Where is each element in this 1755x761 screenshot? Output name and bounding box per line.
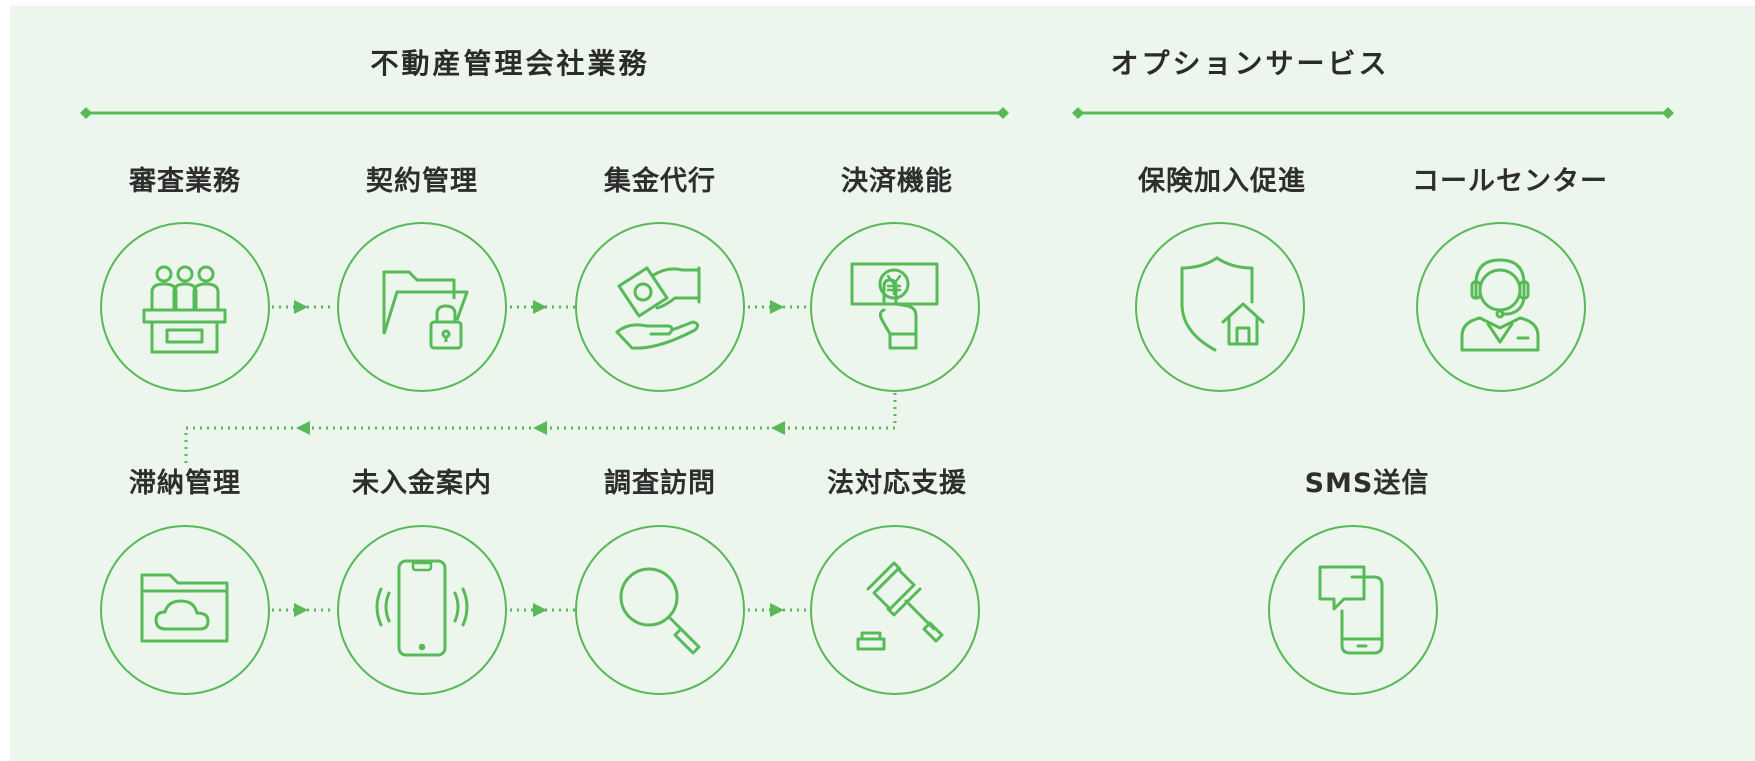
label-contract: 契約管理	[366, 166, 478, 197]
label-investigation: 調査訪問	[604, 468, 716, 499]
label-settlement: 決済機能	[841, 166, 953, 197]
management-section-title: 不動産管理会社業務	[370, 47, 650, 80]
label-insurance: 保険加入促進	[1138, 166, 1306, 197]
money-hand-icon	[615, 266, 701, 350]
folder-lock-icon	[382, 270, 469, 350]
label-sms: SMS送信	[1304, 468, 1430, 499]
magnifier-icon	[619, 567, 701, 655]
option-sms	[1268, 525, 1438, 695]
label-callcenter: コールセンター	[1412, 166, 1608, 197]
label-notice: 未入金案内	[352, 468, 492, 499]
shield-house-icon	[1180, 256, 1265, 352]
label-screening: 審査業務	[129, 166, 241, 197]
sms-phone-icon	[1318, 565, 1384, 655]
option-insurance	[1135, 222, 1305, 392]
step-notice	[337, 525, 507, 695]
yen-bill-hand-icon	[850, 262, 939, 350]
label-collection: 集金代行	[604, 166, 716, 197]
options-section-title: オプションサービス	[1110, 47, 1390, 80]
step-collection	[575, 222, 745, 392]
option-callcenter	[1416, 222, 1586, 392]
step-arrears	[100, 525, 270, 695]
step-screening	[100, 222, 270, 392]
step-investigation	[575, 525, 745, 695]
label-arrears: 滞納管理	[129, 468, 241, 499]
people-at-desk-icon	[142, 265, 227, 354]
step-settlement	[810, 222, 980, 392]
label-legal: 法対応支援	[827, 468, 967, 499]
gavel-icon	[856, 561, 944, 651]
cloud-folder-icon	[140, 573, 229, 643]
step-contract	[337, 222, 507, 392]
step-legal	[810, 525, 980, 695]
vibrating-phone-icon	[375, 559, 469, 657]
operator-headset-icon	[1460, 258, 1540, 352]
